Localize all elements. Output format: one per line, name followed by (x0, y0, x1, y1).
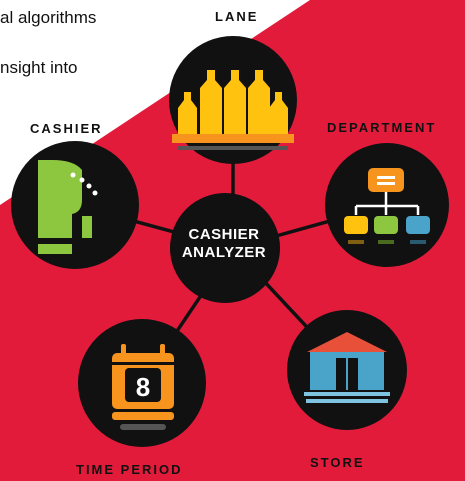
store-node (287, 310, 407, 430)
org-chart-icon (344, 168, 430, 244)
lane-node (169, 36, 297, 164)
cashier-node (11, 141, 139, 269)
store-label: STORE (310, 455, 365, 470)
hub-label-line-1: CASHIER (188, 226, 260, 243)
hub-label-line-2: ANALYZER (181, 244, 267, 261)
time-period-label: TIME PERIOD (76, 462, 183, 477)
intro-text-line-2: nsight into (0, 58, 78, 77)
calendar-day-number: 8 (136, 372, 150, 402)
bottles-on-shelf-icon (172, 70, 294, 150)
cashier-label: CASHIER (30, 121, 103, 136)
intro-text-line-1: al algorithms (0, 8, 97, 27)
department-label: DEPARTMENT (327, 120, 437, 135)
calendar-icon: 8 (112, 344, 174, 430)
time-period-node: 8 (78, 319, 206, 447)
department-node (325, 143, 449, 267)
store-building-icon (304, 332, 390, 403)
cash-register-icon (36, 160, 98, 254)
hub-label: CASHIER ANALYZER (172, 226, 276, 262)
cashier-analyzer-hub (170, 193, 280, 303)
lane-label: LANE (215, 9, 259, 24)
